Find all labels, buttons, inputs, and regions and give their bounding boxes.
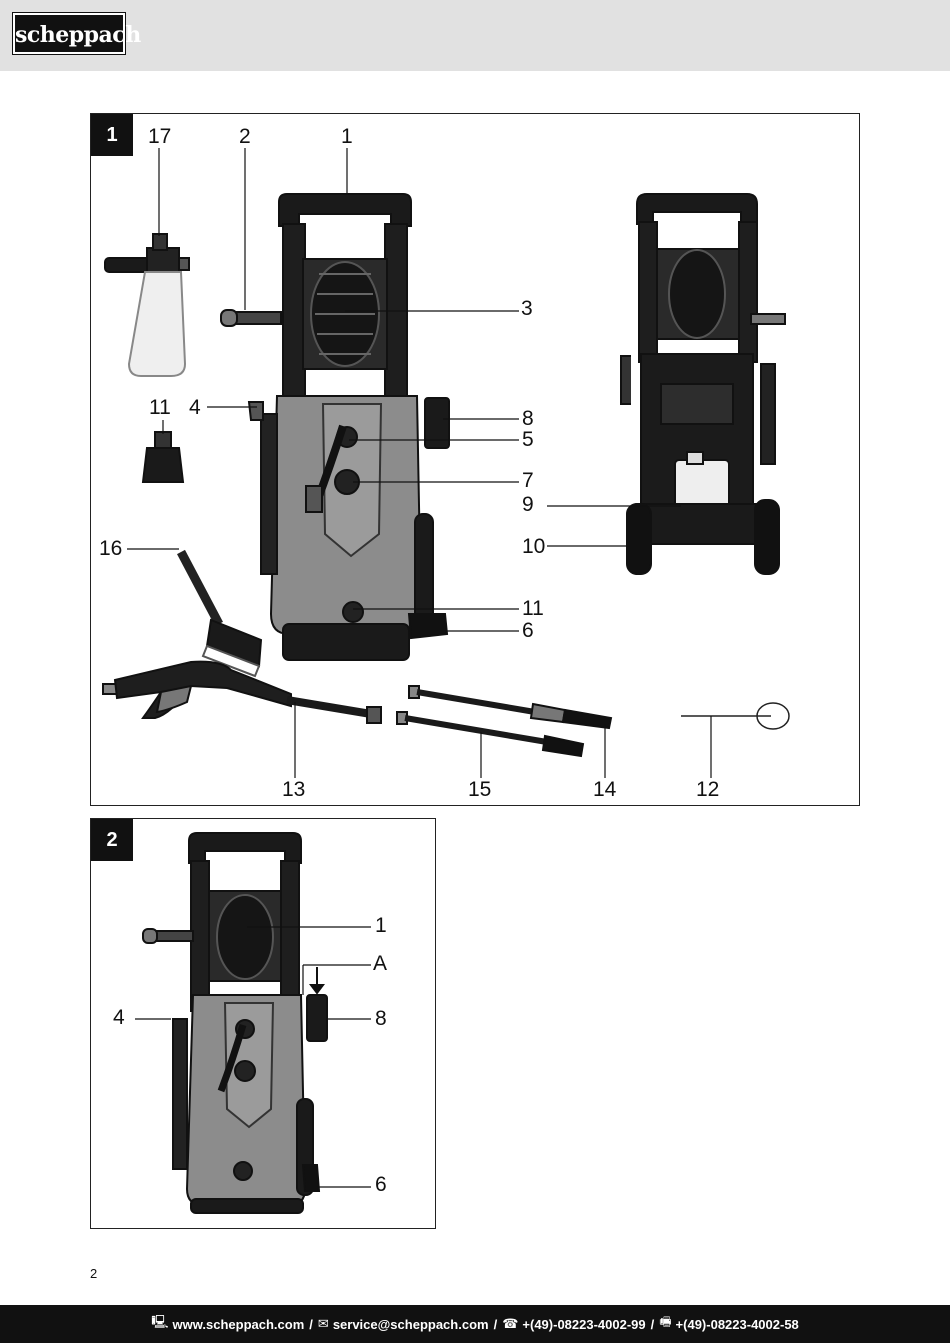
footer-bar: 🖳 www.scheppach.com / ✉ service@scheppac… (0, 1305, 950, 1343)
pressure-washer-front (220, 193, 450, 661)
callout-8: 8 (522, 407, 534, 430)
spray-gun (102, 660, 382, 724)
fig2-callout-8: 8 (375, 1007, 387, 1030)
callout-10: 10 (522, 535, 546, 558)
rotary-lance (396, 711, 585, 758)
callout-13: 13 (282, 778, 306, 801)
callout-1: 1 (341, 125, 353, 148)
fax-icon: 🖷 (659, 1314, 672, 1329)
brand-logo: scheppach (13, 13, 141, 54)
cleaning-needle (681, 702, 790, 730)
computer-icon: 🖳 (151, 1314, 169, 1329)
callout-5: 5 (522, 428, 534, 451)
leader-lines (135, 926, 371, 1188)
pressure-washer-side (142, 832, 328, 1214)
callout-9: 9 (522, 493, 534, 516)
figure-2-number: 2 (91, 819, 133, 861)
foam-bottle (104, 233, 190, 377)
callout-15: 15 (468, 778, 492, 801)
callout-6: 6 (522, 619, 534, 642)
arrow-down-icon (309, 967, 325, 995)
footer-separator: / (493, 1316, 498, 1332)
callout-3: 3 (521, 297, 533, 320)
callout-11-bottom: 11 (522, 597, 544, 620)
figure-1-illustration (102, 148, 790, 778)
callout-17: 17 (148, 125, 172, 148)
callout-2: 2 (239, 125, 251, 148)
footer-website[interactable]: www.scheppach.com (172, 1316, 305, 1332)
callout-4: 4 (189, 396, 201, 419)
phone-icon: ☎ (502, 1316, 519, 1331)
page-number: 2 (90, 1266, 98, 1281)
header-band (0, 0, 950, 71)
figure-1-number: 1 (91, 114, 133, 156)
footer-fax: +(49)-08223-4002-58 (675, 1316, 799, 1332)
pressure-washer-rear (620, 193, 786, 575)
footer-separator: / (650, 1316, 655, 1332)
figure-2-illustration (135, 832, 371, 1214)
fig2-callout-1: 1 (375, 914, 387, 937)
callout-11-top: 11 (149, 396, 171, 419)
fig2-callout-4: 4 (113, 1006, 125, 1029)
fig2-callout-A: A (373, 952, 388, 975)
callout-12: 12 (696, 778, 720, 801)
footer-phone: +(49)-08223-4002-99 (522, 1316, 646, 1332)
figure-2: 2 (90, 818, 436, 1229)
nozzle-adapter (141, 431, 185, 483)
callout-16: 16 (99, 537, 123, 560)
wash-brush (177, 549, 263, 678)
footer-separator: / (309, 1316, 313, 1332)
fig2-callout-6: 6 (375, 1173, 387, 1196)
leader-lines (127, 148, 712, 778)
callout-14: 14 (593, 778, 617, 801)
figure-1: 1 (90, 113, 860, 806)
variable-lance (408, 685, 613, 730)
footer-email[interactable]: service@scheppach.com (332, 1316, 489, 1332)
callout-7: 7 (522, 469, 534, 492)
mail-icon: ✉ (317, 1316, 329, 1331)
